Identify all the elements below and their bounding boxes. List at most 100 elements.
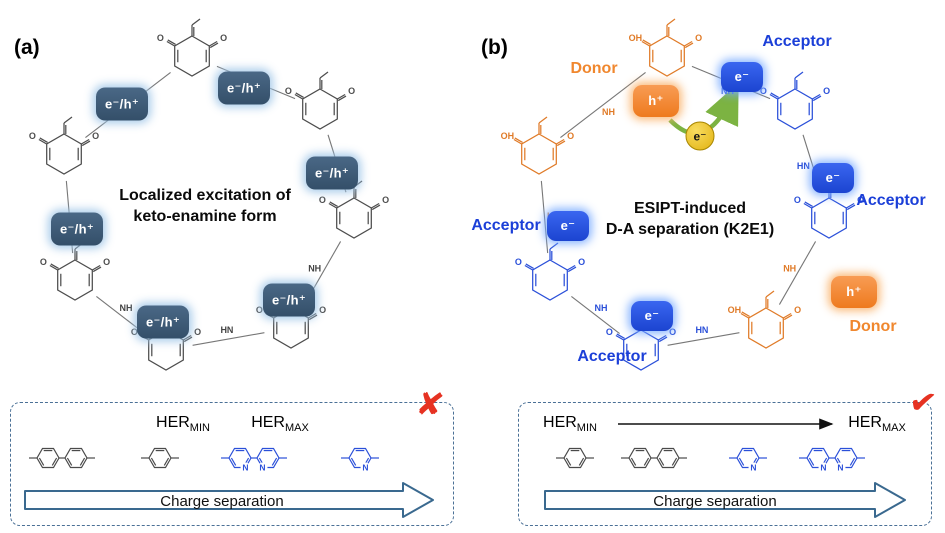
linker-bond: [667, 332, 740, 346]
aryl-ring: N: [348, 447, 372, 473]
atom-label: N: [820, 463, 826, 473]
acceptor-label: Acceptor: [856, 192, 926, 209]
atom-label: O: [103, 257, 110, 267]
atom-label: O: [857, 195, 864, 205]
aryl-ring: [628, 447, 652, 469]
atom-label: O: [695, 33, 702, 43]
linker-nh-label: HN: [695, 325, 708, 335]
caption-b-line1: ESIPT-induced: [633, 200, 746, 217]
atom-label: N: [259, 463, 265, 473]
atom-label: N: [362, 463, 368, 473]
acceptor-label: Acceptor: [762, 33, 832, 50]
linker-bond: [560, 71, 646, 139]
linker-nh-label: NH: [594, 303, 607, 313]
electron-hole-badge: e⁻/h⁺: [218, 71, 270, 105]
atom-label: O: [29, 131, 36, 141]
atom-label: N: [837, 463, 843, 473]
aryl-ring: N: [806, 447, 830, 473]
her-sub: MIN: [189, 422, 210, 435]
atom-label: O: [515, 257, 522, 267]
electron-hole-badge: e⁻/h⁺: [137, 305, 189, 339]
electron-hole-badge: e⁻/h⁺: [96, 87, 148, 121]
aryl-ring: [656, 447, 680, 469]
transferred-electron-badge: e⁻: [685, 121, 715, 151]
her-sub: MIN: [576, 422, 597, 435]
linker-bond: [96, 296, 145, 334]
linker-nh-label: NH: [783, 264, 796, 274]
aryl-ring: [36, 447, 60, 469]
atom-label: O: [669, 327, 676, 337]
linker-nh-label: NH: [308, 264, 321, 274]
cross-mark: ✘: [413, 383, 447, 425]
atom-label: O: [319, 195, 326, 205]
linker-bond: [778, 241, 817, 305]
atom-label: O: [220, 33, 227, 43]
panel-b-caption: ESIPT-induced D-A separation (K2E1): [575, 199, 805, 241]
electron-hole-badge: e⁻/h⁺: [263, 283, 315, 317]
atom-label: O: [606, 327, 613, 337]
her-max-label-b: HERMAX: [848, 414, 906, 434]
bottom-graphics: Charge separation Charge separation N N N N…: [24, 418, 906, 518]
atom-label: O: [823, 86, 830, 96]
her-min-label-a: HERMIN: [156, 414, 210, 434]
panel-b-label: (b): [481, 36, 508, 59]
linker-bond: [540, 180, 549, 254]
linker-bond: [192, 332, 265, 346]
linker-bond: [571, 296, 620, 334]
atom-label: O: [794, 305, 801, 315]
atom-label: O: [794, 195, 801, 205]
atom-label: O: [40, 257, 47, 267]
her-min-label-b: HERMIN: [543, 414, 597, 434]
atom-label: O: [348, 86, 355, 96]
aryl-ring: [64, 447, 88, 469]
panel-a-label: (a): [14, 36, 40, 59]
linker-nh-label: HN: [220, 325, 233, 335]
atom-label: O: [382, 195, 389, 205]
electron-hole-badge: e⁻/h⁺: [306, 156, 358, 190]
donor-label: Donor: [849, 318, 897, 335]
aryl-ring: N: [736, 447, 760, 473]
atom-label: N: [242, 463, 248, 473]
her-sub: MAX: [881, 422, 906, 435]
aryl-ring: N: [256, 447, 280, 473]
linker-nh-label: NH: [602, 107, 615, 117]
keto-enamine-ring: OH O: [728, 290, 801, 349]
her-max-label-a: HERMAX: [251, 414, 309, 434]
her-sub: MAX: [284, 422, 309, 435]
aryl-ring: N: [228, 447, 252, 473]
donor-label: Donor: [570, 60, 618, 77]
her-base: HER: [156, 413, 190, 431]
atom-label: N: [750, 463, 756, 473]
her-base: HER: [251, 413, 285, 431]
atom-label: OH: [728, 305, 742, 315]
electron-acceptor-badge: e⁻: [721, 62, 763, 92]
charge-separation-arrow-a: [24, 482, 434, 518]
atom-label: O: [92, 131, 99, 141]
caption-a-line1: Localized excitation of: [119, 187, 291, 204]
linker-nh-label: HN: [797, 161, 810, 171]
charge-separation-label-b: Charge separation: [653, 493, 776, 510]
aryl-ring: [148, 447, 172, 469]
electron-hole-badge: e⁻/h⁺: [51, 212, 103, 246]
her-base: HER: [848, 413, 882, 431]
atom-label: OH: [501, 131, 515, 141]
linker-nh-label: NH: [119, 303, 132, 313]
charge-separation-arrow-b: [544, 482, 906, 518]
hole-donor-badge: h⁺: [831, 276, 877, 308]
atom-label: O: [157, 33, 164, 43]
hole-donor-badge: h⁺: [633, 85, 679, 117]
caption-b-line2: D-A separation (K2E1): [605, 220, 775, 238]
charge-separation-label-a: Charge separation: [160, 493, 283, 510]
aryl-ring: [563, 447, 587, 469]
electron-acceptor-badge: e⁻: [547, 211, 589, 241]
panel-a-caption: Localized excitation of keto-enamine for…: [85, 186, 325, 228]
